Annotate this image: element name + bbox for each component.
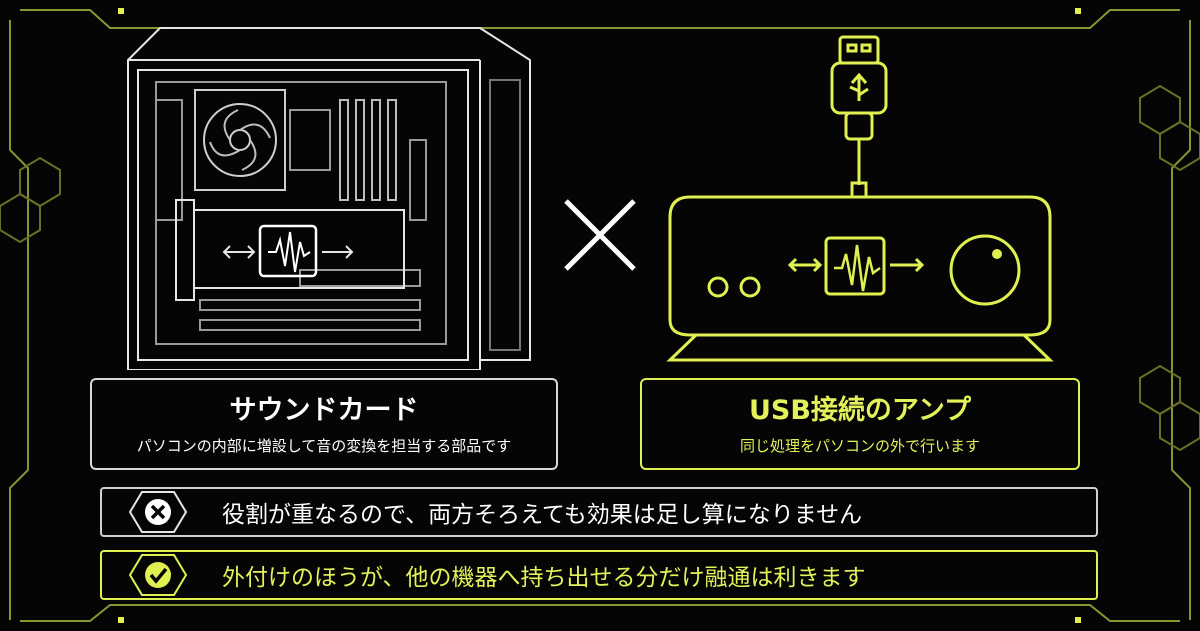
usb-amp-label: USB接続のアンプ 同じ処理をパソコンの外で行います — [640, 378, 1080, 470]
multiply-icon — [564, 199, 636, 271]
usb-amp-subtitle: 同じ処理をパソコンの外で行います — [739, 437, 980, 455]
check-icon — [128, 554, 188, 596]
sound-card-title: サウンドカード — [229, 395, 419, 426]
usb-amp-illustration — [666, 35, 1054, 362]
usb-amp-title: USB接続のアンプ — [748, 395, 972, 426]
sound-card-label: サウンドカード パソコンの内部に増設して音の変換を担当する部品です — [90, 378, 558, 470]
not-additive-row: 役割が重なるので、両方そろえても効果は足し算になりません — [100, 487, 1098, 537]
not-additive-text: 役割が重なるので、両方そろえても効果は足し算になりません — [222, 502, 863, 528]
portability-row: 外付けのほうが、他の機器へ持ち出せる分だけ融通は利きます — [100, 550, 1098, 600]
pc-case-illustration — [127, 27, 531, 370]
x-icon — [128, 491, 188, 533]
portability-text: 外付けのほうが、他の機器へ持ち出せる分だけ融通は利きます — [222, 565, 866, 591]
sound-card-subtitle: パソコンの内部に増設して音の変換を担当する部品です — [136, 437, 512, 455]
